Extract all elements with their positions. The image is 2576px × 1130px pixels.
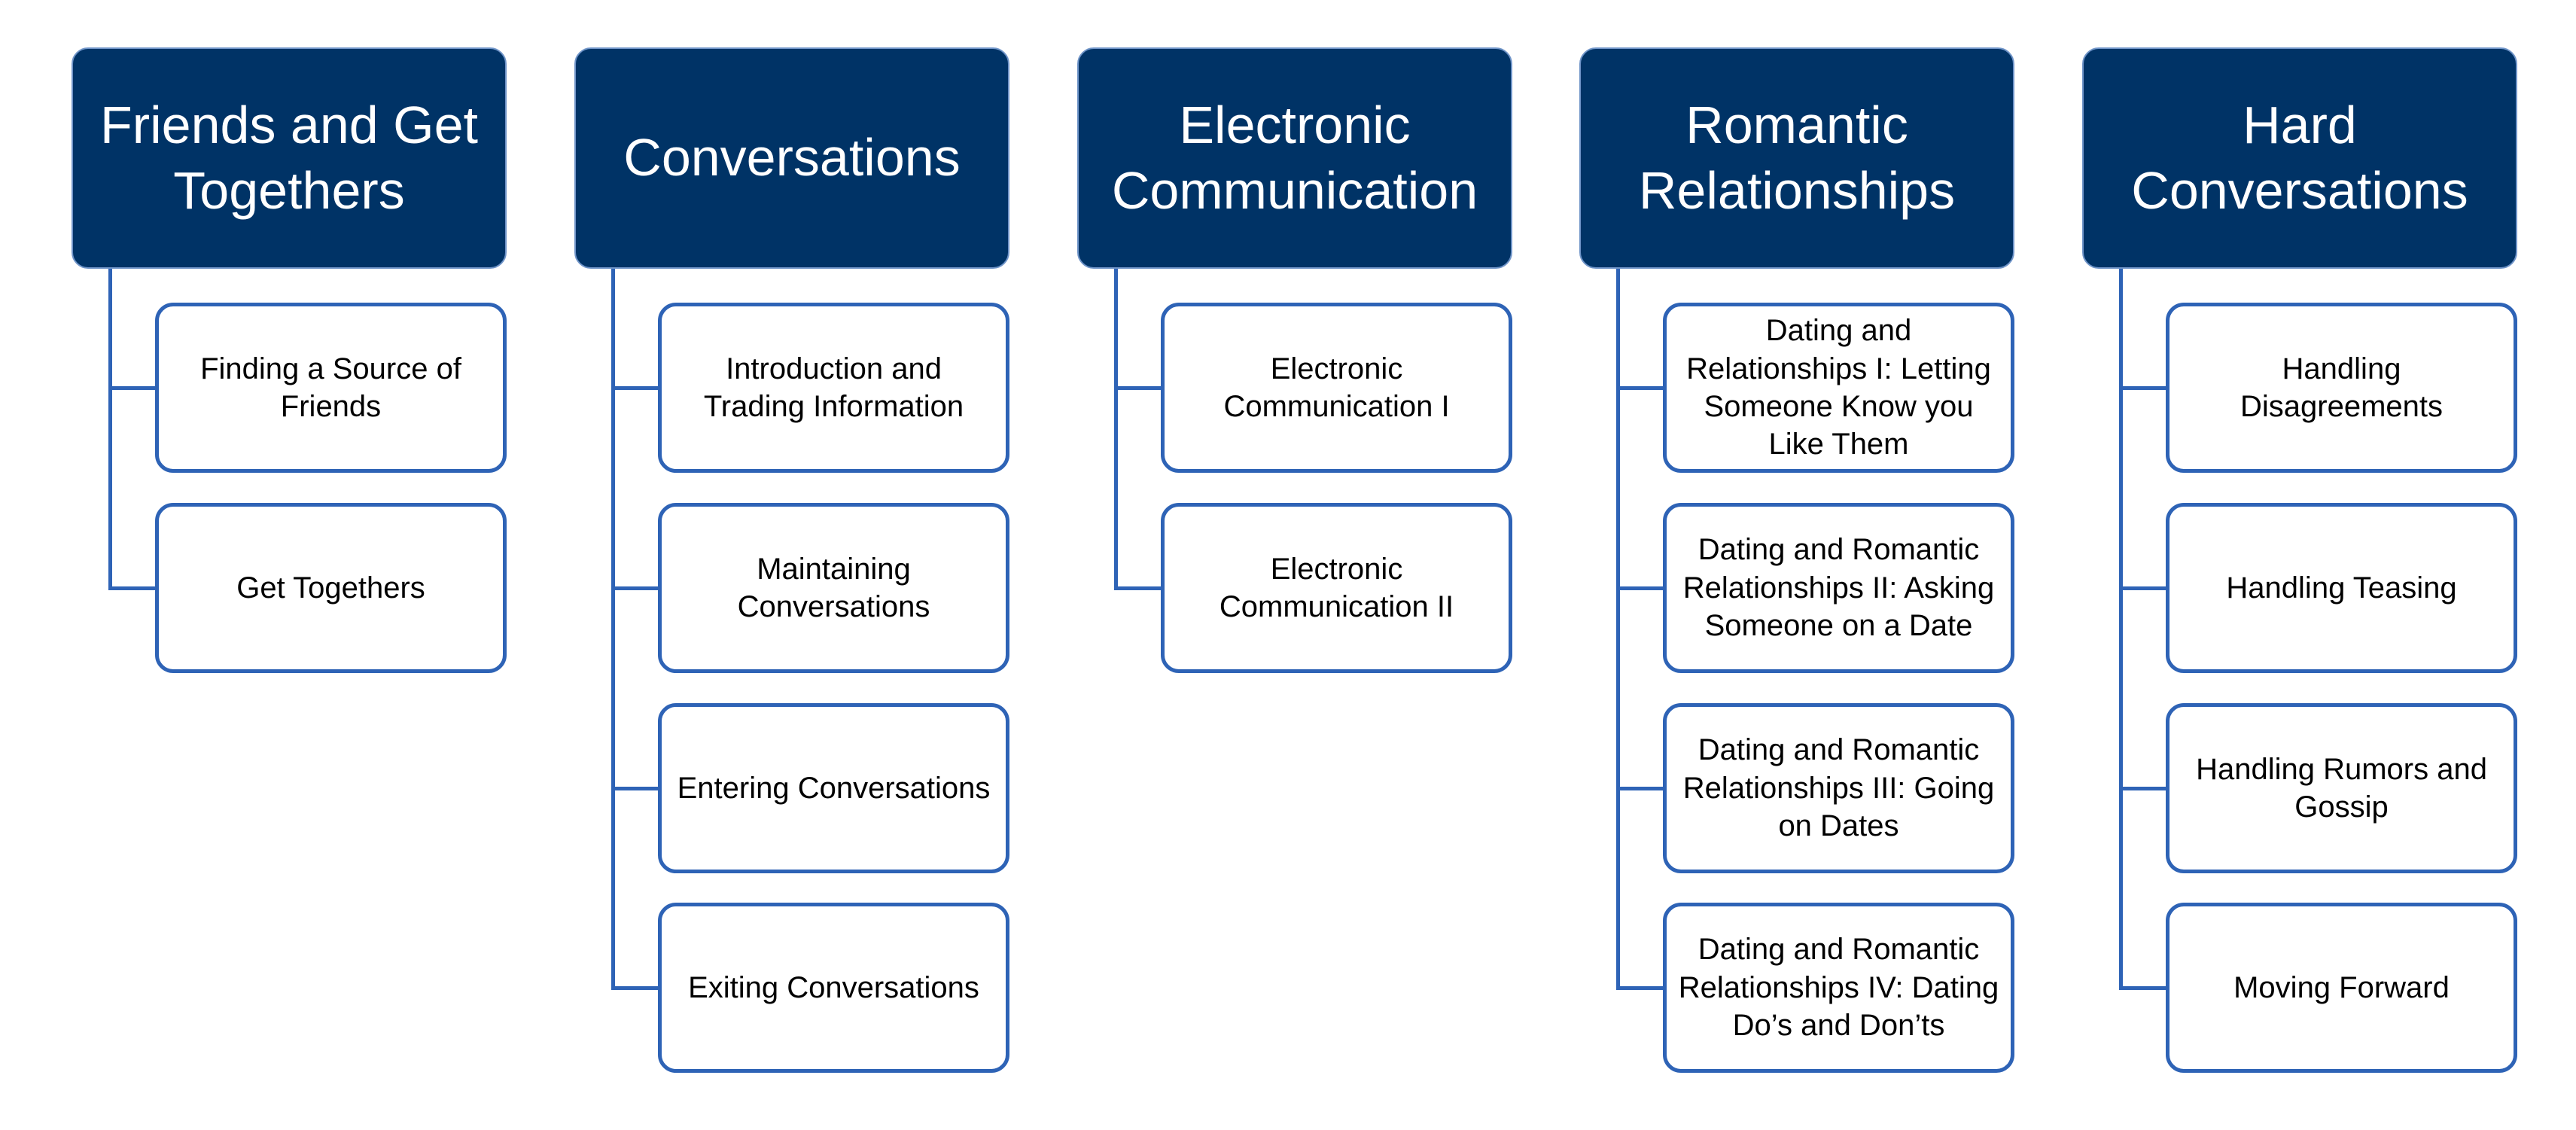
topic-item: Introduction and Trading Information <box>658 303 1009 473</box>
branch-connector <box>611 787 658 790</box>
topic-item: Dating and Romantic Relationships III: G… <box>1663 703 2014 873</box>
column-header: Hard Conversations <box>2082 47 2517 269</box>
branch-connector <box>108 586 155 590</box>
topic-item: Handling Disagreements <box>2166 303 2517 473</box>
branch-connector <box>1616 386 1663 390</box>
column-header: Romantic Relationships <box>1579 47 2014 269</box>
column-electronic-communication: Electronic Communication Electronic Comm… <box>1077 0 1521 1130</box>
branch-connector <box>2119 986 2166 990</box>
branch-connector <box>2119 386 2166 390</box>
branch-connector <box>2119 586 2166 590</box>
column-header: Friends and Get Togethers <box>72 47 507 269</box>
column-romantic-relationships: Romantic Relationships Dating and Relati… <box>1579 0 2023 1130</box>
column-conversations: Conversations Introduction and Trading I… <box>574 0 1019 1130</box>
branch-connector <box>1616 586 1663 590</box>
tree-spine-line <box>1114 269 1118 590</box>
topic-item: Entering Conversations <box>658 703 1009 873</box>
topic-item: Electronic Communication I <box>1161 303 1512 473</box>
column-friends-and-get-togethers: Friends and Get Togethers Finding a Sour… <box>72 0 516 1130</box>
topic-item: Dating and Relationships I: Letting Some… <box>1663 303 2014 473</box>
branch-connector <box>1114 586 1161 590</box>
topic-item: Electronic Communication II <box>1161 503 1512 673</box>
topic-item: Handling Teasing <box>2166 503 2517 673</box>
topic-item: Dating and Romantic Relationships II: As… <box>1663 503 2014 673</box>
topic-item: Maintaining Conversations <box>658 503 1009 673</box>
branch-connector <box>1114 386 1161 390</box>
topic-item: Moving Forward <box>2166 903 2517 1073</box>
column-header: Conversations <box>574 47 1009 269</box>
branch-connector <box>611 586 658 590</box>
branch-connector <box>1616 986 1663 990</box>
branch-connector <box>611 386 658 390</box>
column-hard-conversations: Hard Conversations Handling Disagreement… <box>2082 0 2526 1130</box>
topic-item: Dating and Romantic Relationships IV: Da… <box>1663 903 2014 1073</box>
tree-spine-line <box>2119 269 2123 990</box>
branch-connector <box>1616 787 1663 790</box>
topic-item: Handling Rumors and Gossip <box>2166 703 2517 873</box>
tree-spine-line <box>108 269 112 590</box>
branch-connector <box>108 386 155 390</box>
topic-item: Finding a Source of Friends <box>155 303 507 473</box>
tree-spine-line <box>1616 269 1620 990</box>
branch-connector <box>2119 787 2166 790</box>
topic-item: Exiting Conversations <box>658 903 1009 1073</box>
branch-connector <box>611 986 658 990</box>
column-header: Electronic Communication <box>1077 47 1512 269</box>
tree-spine-line <box>611 269 615 990</box>
topic-item: Get Togethers <box>155 503 507 673</box>
